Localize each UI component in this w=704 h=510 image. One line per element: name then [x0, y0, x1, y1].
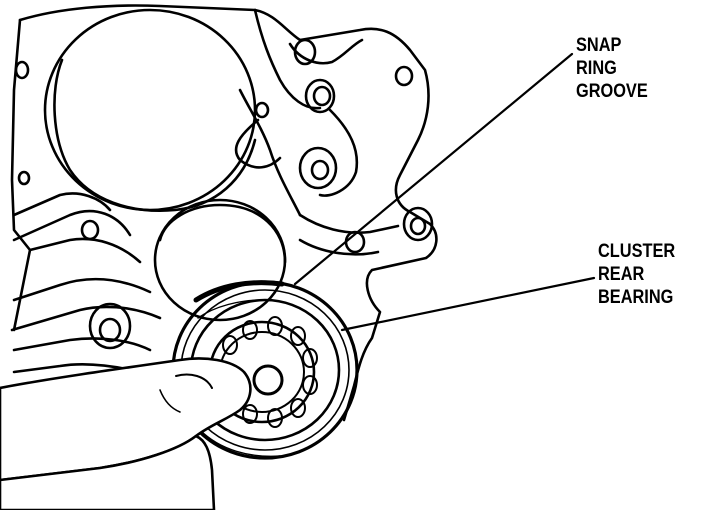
finger	[0, 357, 252, 510]
label-line: GROOVE	[576, 81, 648, 102]
leader-lines	[293, 52, 596, 332]
label-line: RING	[576, 58, 617, 79]
main-bore	[14, 8, 257, 212]
case-ribs	[10, 192, 162, 374]
cluster-rear-bearing-label: CLUSTER REAR BEARING	[598, 240, 675, 309]
label-line: CLUSTER	[598, 241, 676, 262]
label-line: SNAP	[576, 35, 622, 56]
bearing-rollers	[222, 316, 318, 428]
cluster-rear-bearing-leader	[340, 276, 596, 332]
snap-ring-groove-leader	[293, 52, 574, 286]
label-line: REAR	[598, 264, 645, 285]
countershaft-bore	[153, 198, 287, 322]
label-line: BEARING	[598, 287, 674, 308]
snap-ring-groove-label: SNAP RING GROOVE	[576, 34, 648, 103]
transmission-case-outline	[10, 4, 438, 422]
bolt-holes	[17, 38, 434, 350]
